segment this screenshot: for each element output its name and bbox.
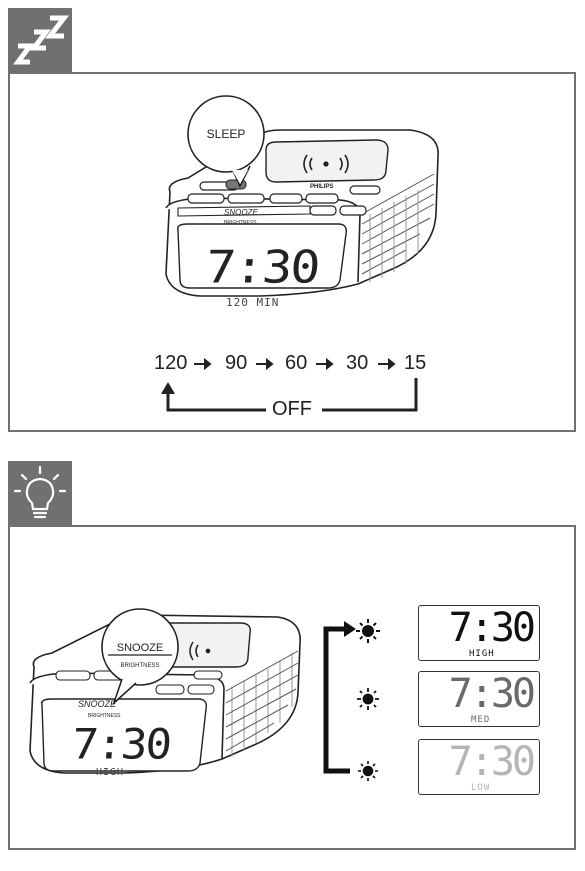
sleep-panel: PHILIPS SNOOZE BRIGHTNESS SLEEP bbox=[8, 72, 576, 432]
lcd-time-high: 7:30 bbox=[448, 605, 536, 651]
sleep-clock-time: 7:30 bbox=[204, 240, 321, 294]
sleep-step-90: 90 bbox=[225, 352, 248, 374]
loop-back-arrow bbox=[166, 378, 418, 412]
brightness-clock-time: 7:30 bbox=[70, 720, 172, 769]
clock-snooze-text: SNOOZE bbox=[78, 699, 117, 709]
sleep-tab bbox=[8, 8, 72, 72]
sun-dim-icon bbox=[358, 761, 378, 781]
sleep-off-label: OFF bbox=[272, 398, 312, 420]
sleep-callout-label: SLEEP bbox=[207, 127, 246, 141]
lcd-level-low: 7:30 LOW bbox=[418, 739, 540, 795]
sleep-step-60: 60 bbox=[285, 352, 308, 374]
lcd-time-med: 7:30 bbox=[448, 671, 536, 717]
lcd-level-high: 7:30 HIGH bbox=[418, 605, 540, 661]
sleep-zzz-icon bbox=[13, 15, 70, 65]
sleep-clock-illustration: PHILIPS SNOOZE BRIGHTNESS SLEEP bbox=[161, 95, 439, 412]
sequence-arrows bbox=[194, 357, 396, 371]
sun-medium-icon bbox=[357, 688, 379, 710]
brightness-clock-sub: HIGH bbox=[96, 767, 125, 778]
lcd-label-low: LOW bbox=[471, 783, 491, 793]
lcd-label-high: HIGH bbox=[469, 649, 495, 659]
brightness-cycle-bracket bbox=[323, 626, 350, 774]
lcd-level-med: 7:30 MED bbox=[418, 671, 540, 727]
brightness-panel: SNOOZE BRIGHTNESS SNOOZE BRIGHTNESS bbox=[8, 525, 576, 850]
brightness-clock-illustration: SNOOZE BRIGHTNESS SNOOZE BRIGHTNESS bbox=[29, 608, 380, 781]
snooze-text: SNOOZE bbox=[224, 208, 258, 217]
callout-brightness-label: BRIGHTNESS bbox=[120, 663, 159, 669]
brightness-tab bbox=[8, 461, 72, 525]
sleep-clock-sub: 120 MIN bbox=[226, 296, 280, 309]
sleep-callout bbox=[187, 95, 265, 188]
lcd-time-low: 7:30 bbox=[448, 739, 536, 785]
snooze-callout bbox=[101, 608, 179, 706]
callout-snooze-label: SNOOZE bbox=[117, 642, 163, 654]
sun-bright-icon bbox=[356, 619, 380, 643]
lightbulb-icon bbox=[13, 465, 67, 519]
lcd-label-med: MED bbox=[471, 715, 491, 725]
sleep-step-15: 15 bbox=[404, 352, 427, 374]
wireless-charging-icon bbox=[303, 154, 349, 174]
brightness-text: BRIGHTNESS bbox=[224, 220, 257, 226]
clock-brightness-text: BRIGHTNESS bbox=[88, 713, 121, 719]
sleep-step-30: 30 bbox=[346, 352, 369, 374]
sleep-step-120: 120 bbox=[154, 352, 188, 374]
brand-logo: PHILIPS bbox=[310, 184, 333, 190]
